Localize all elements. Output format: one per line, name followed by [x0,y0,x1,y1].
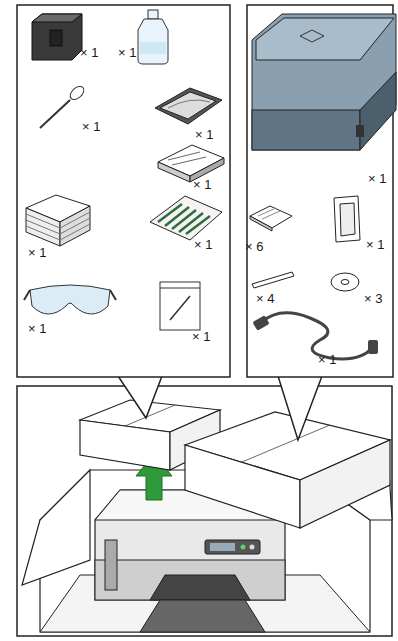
pad-pack [158,145,224,182]
cd-rom [331,273,359,291]
quantity-label: × 1 [318,353,336,366]
quantity-label: × 1 [28,322,46,335]
frame [334,196,360,242]
unpacking-scene [17,386,392,636]
swab-pack [150,196,222,240]
quantity-label: × 1 [195,128,213,141]
pipette [40,84,86,128]
accessory-panel [247,5,396,377]
filter-tray [155,88,222,124]
quantity-label: × 1 [368,172,386,185]
quantity-label: × 1 [192,330,210,343]
quantity-label: × 1 [118,46,136,59]
cloth-stack [26,195,90,246]
quantity-label: × 1 [28,246,46,259]
manual [250,206,292,231]
cartridge [32,14,82,60]
quantity-label: × 1 [82,120,100,133]
quantity-label: × 6 [245,240,263,253]
safety-goggles [24,285,116,314]
quantity-label: × 1 [366,238,384,251]
power-cord [252,313,378,359]
plastic-bag [160,282,200,330]
stick [252,272,294,288]
quantity-label: × 4 [256,292,274,305]
quantity-label: × 1 [80,46,98,59]
quantity-label: × 1 [193,178,211,191]
quantity-label: × 3 [364,292,382,305]
callout-tail [118,376,322,440]
quantity-label: × 1 [194,238,212,251]
bottle [138,10,168,64]
platen [252,14,396,150]
accessory-panel [17,5,230,377]
